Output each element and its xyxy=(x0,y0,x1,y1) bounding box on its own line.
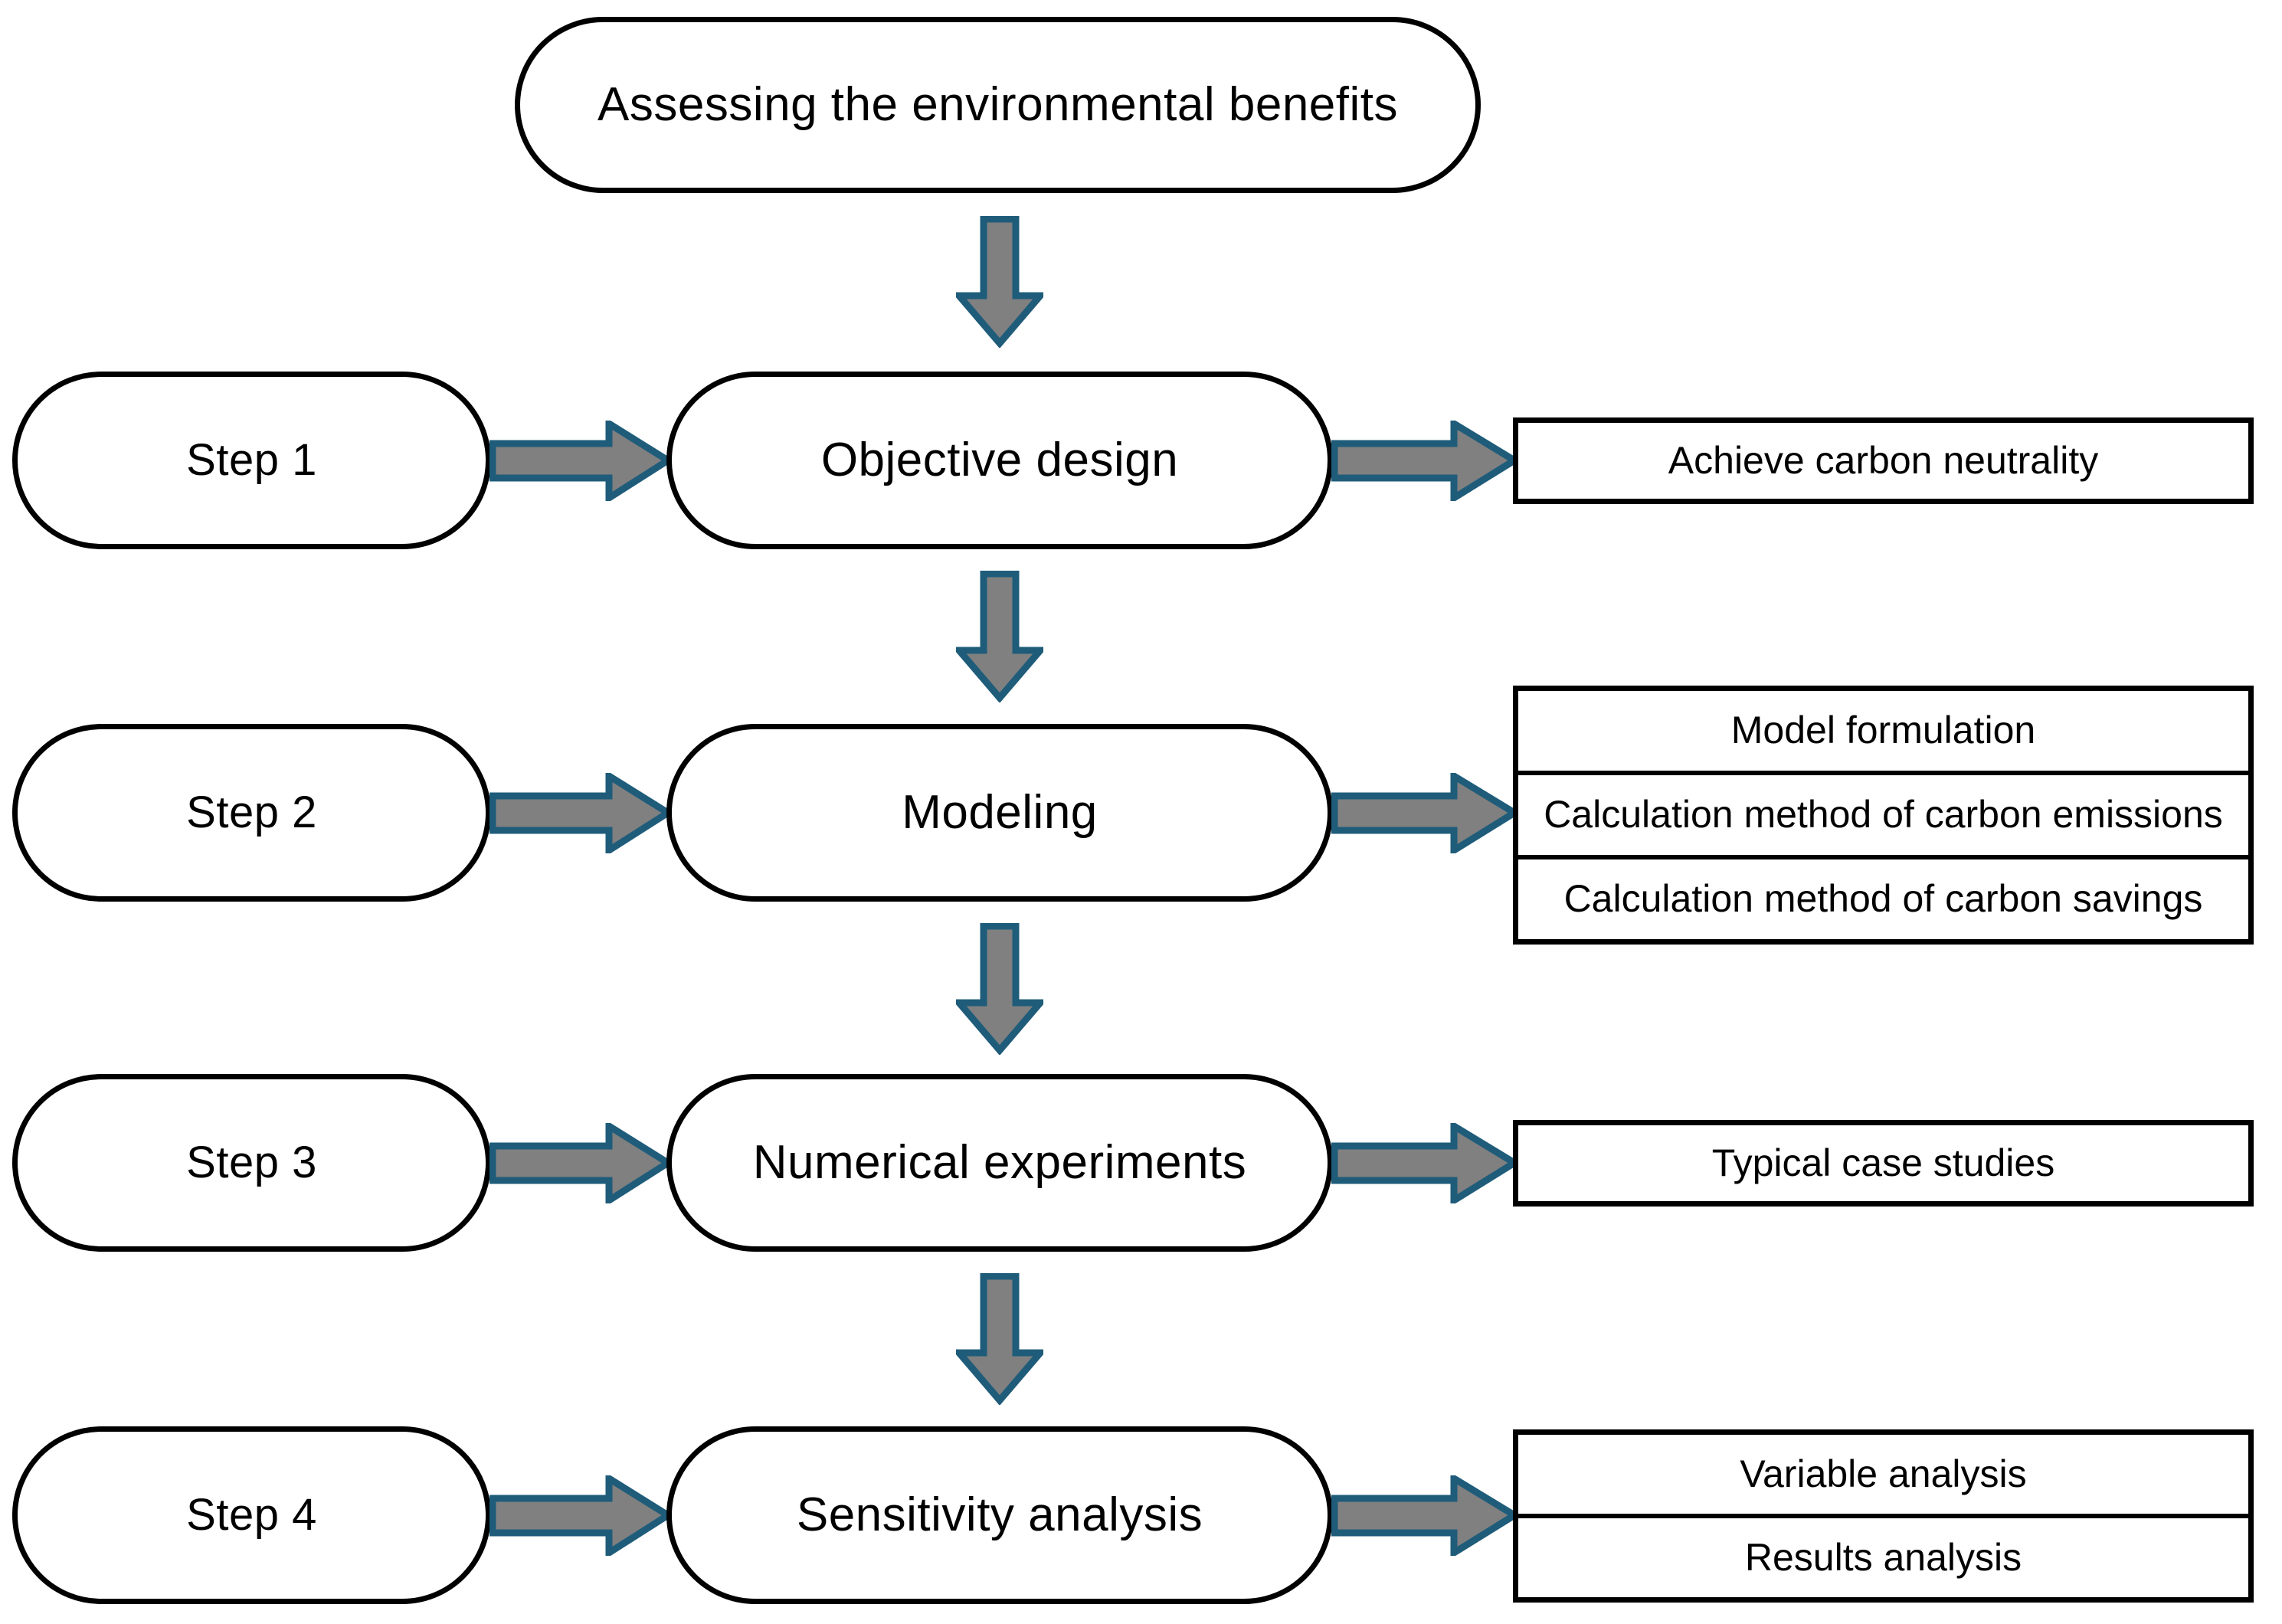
outcome-group-3: Typical case studies xyxy=(1513,1120,2254,1207)
process-box-3: Numerical experiments xyxy=(666,1074,1333,1252)
step-box-2-label: Step 2 xyxy=(186,787,317,838)
process-box-2-label: Modeling xyxy=(902,785,1098,839)
right-arrow-icon xyxy=(489,1123,671,1203)
down-arrow-icon xyxy=(956,571,1043,702)
outcome-label: Model formulation xyxy=(1730,709,2036,752)
right-arrow-icon xyxy=(1331,421,1518,501)
down-arrow-icon xyxy=(956,1273,1043,1405)
outcome-row: Achieve carbon neutrality xyxy=(1518,423,2248,499)
right-arrow-icon xyxy=(489,773,671,853)
process-box-1: Objective design xyxy=(666,372,1333,549)
process-box-1-label: Objective design xyxy=(820,433,1179,486)
outcome-group-2: Model formulation Calculation method of … xyxy=(1513,686,2254,945)
step-box-2: Step 2 xyxy=(12,724,491,902)
step-box-4-label: Step 4 xyxy=(186,1490,317,1541)
outcome-label: Calculation method of carbon savings xyxy=(1563,877,2203,921)
process-box-3-label: Numerical experiments xyxy=(752,1135,1247,1189)
right-arrow-icon xyxy=(489,1475,671,1556)
right-arrow-icon xyxy=(489,421,671,501)
outcome-row: Variable analysis xyxy=(1518,1435,2248,1518)
step-box-3-label: Step 3 xyxy=(186,1138,317,1188)
outcome-row: Results analysis xyxy=(1518,1518,2248,1597)
outcome-label: Results analysis xyxy=(1744,1535,2022,1579)
step-box-4: Step 4 xyxy=(12,1426,491,1604)
title-box-label: Assessing the environmental benefits xyxy=(597,77,1399,131)
title-box: Assessing the environmental benefits xyxy=(515,17,1481,193)
outcome-group-4: Variable analysis Results analysis xyxy=(1513,1429,2254,1603)
process-box-4: Sensitivity analysis xyxy=(666,1426,1333,1604)
down-arrow-icon xyxy=(956,923,1043,1055)
right-arrow-icon xyxy=(1331,773,1518,853)
process-box-2: Modeling xyxy=(666,724,1333,902)
outcome-row: Calculation method of carbon savings xyxy=(1518,859,2248,939)
process-box-4-label: Sensitivity analysis xyxy=(796,1488,1203,1541)
right-arrow-icon xyxy=(1331,1123,1518,1203)
outcome-label: Variable analysis xyxy=(1740,1452,2027,1495)
outcome-group-1: Achieve carbon neutrality xyxy=(1513,417,2254,504)
step-box-1: Step 1 xyxy=(12,372,491,549)
outcome-label: Achieve carbon neutrality xyxy=(1668,438,2099,482)
step-box-1-label: Step 1 xyxy=(186,435,317,486)
down-arrow-icon xyxy=(956,216,1043,348)
outcome-label: Calculation method of carbon emissions xyxy=(1544,793,2223,837)
outcome-row: Typical case studies xyxy=(1518,1125,2248,1201)
outcome-label: Typical case studies xyxy=(1711,1141,2055,1184)
step-box-3: Step 3 xyxy=(12,1074,491,1252)
outcome-row: Calculation method of carbon emissions xyxy=(1518,775,2248,859)
right-arrow-icon xyxy=(1331,1475,1518,1556)
outcome-row: Model formulation xyxy=(1518,691,2248,775)
